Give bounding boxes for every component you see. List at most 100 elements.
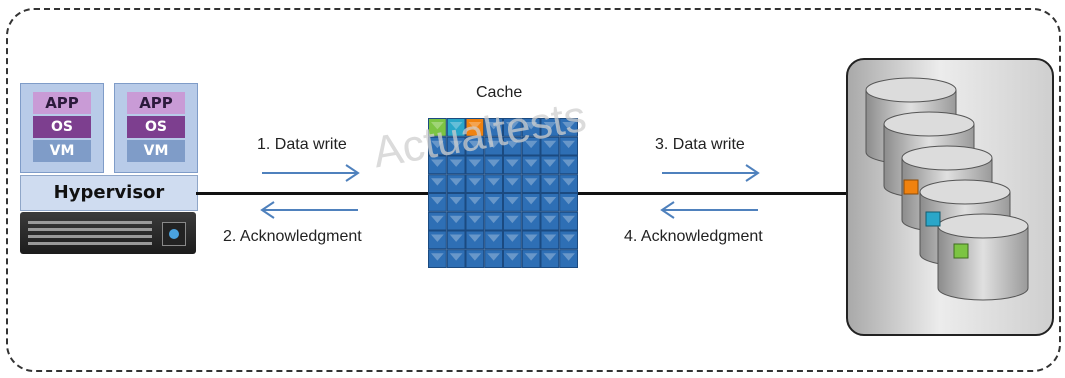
cache-cell	[559, 230, 578, 250]
cache-cell	[521, 211, 541, 231]
cache-cell	[521, 174, 541, 193]
cache-cell-highlight	[543, 215, 557, 224]
storage-disks-icon	[865, 77, 1029, 301]
step1-label: 1. Data write	[257, 136, 347, 153]
cache-cell	[428, 249, 447, 268]
cache-cell	[484, 174, 503, 193]
cache-cell	[484, 249, 503, 268]
cache-cell-highlight	[487, 253, 500, 261]
cache-cell	[446, 118, 466, 137]
cache-cell-highlight	[543, 234, 557, 242]
cache-cell-highlight	[506, 253, 519, 261]
cache-cell	[428, 193, 447, 212]
server-icon	[20, 212, 196, 254]
cache-cell-highlight	[562, 122, 575, 130]
cache-cell-highlight	[487, 215, 500, 224]
cache-cell-highlight	[487, 234, 500, 242]
cache-storage-link	[578, 192, 848, 195]
cache-cell	[559, 136, 578, 156]
cache-cell-highlight	[449, 253, 463, 261]
cache-cell	[559, 211, 578, 231]
left-arrow-icon	[660, 201, 758, 219]
cache-cell	[521, 136, 541, 156]
os-layer: OS	[127, 116, 185, 138]
cache-cell	[540, 211, 560, 231]
right-arrow-icon	[262, 164, 360, 182]
cache-cell	[503, 230, 522, 250]
cache-cell-highlight	[562, 253, 575, 261]
cache-cell	[484, 230, 503, 250]
step4-label: 4. Acknowledgment	[624, 228, 763, 245]
cache-cell-highlight	[562, 159, 575, 167]
cache-cell-highlight	[524, 122, 538, 130]
cache-cell	[428, 230, 447, 250]
cache-cell	[503, 155, 522, 175]
cache-cell-highlight	[431, 122, 444, 130]
cache-cell-highlight	[468, 197, 482, 205]
cache-cell	[428, 211, 447, 231]
cache-cell-highlight	[431, 140, 444, 149]
cache-cell-highlight	[506, 159, 519, 167]
cache-cell-highlight	[524, 197, 538, 205]
cache-cell	[503, 174, 522, 193]
cache-cell	[428, 136, 447, 156]
vm-layer: VM	[127, 140, 185, 162]
cache-cell	[484, 155, 503, 175]
cache-cell-highlight	[543, 197, 557, 205]
cache-cell	[521, 249, 541, 268]
cache-cell-highlight	[543, 122, 557, 130]
cache-cell	[559, 174, 578, 193]
cache-cell-highlight	[468, 253, 482, 261]
cache-cell-highlight	[449, 140, 463, 149]
cache-cell	[446, 211, 466, 231]
cache-cell-highlight	[487, 140, 500, 149]
hypervisor-label: Hypervisor	[20, 175, 198, 211]
step2-label: 2. Acknowledgment	[223, 228, 362, 245]
cache-cell-highlight	[543, 159, 557, 167]
cache-cell	[446, 249, 466, 268]
cache-cell-highlight	[524, 140, 538, 149]
cache-cell-highlight	[431, 197, 444, 205]
cache-cell-highlight	[468, 159, 482, 167]
cache-grid-icon	[428, 118, 578, 268]
cache-cell-highlight	[449, 197, 463, 205]
cache-cell	[503, 211, 522, 231]
cache-cell	[428, 174, 447, 193]
cache-cell	[465, 118, 485, 137]
cache-cell	[540, 118, 560, 137]
cache-cell	[484, 211, 503, 231]
app-layer: APP	[127, 92, 185, 114]
cache-cell	[540, 136, 560, 156]
cache-cell-highlight	[506, 234, 519, 242]
left-arrow-icon	[260, 201, 358, 219]
cache-cell	[559, 155, 578, 175]
vm-block-1: APP OS VM	[20, 83, 104, 173]
cache-cell-highlight	[468, 215, 482, 224]
cache-cell-highlight	[543, 178, 557, 186]
cache-cell-highlight	[431, 159, 444, 167]
cache-cell-highlight	[487, 197, 500, 205]
cache-cell	[503, 193, 522, 212]
host-cache-link	[196, 192, 430, 195]
cache-cell-highlight	[449, 122, 463, 130]
cache-cell-highlight	[431, 215, 444, 224]
cache-cell-highlight	[487, 178, 500, 186]
cache-cell	[484, 193, 503, 212]
vm-block-2: APP OS VM	[114, 83, 198, 173]
cache-cell-highlight	[562, 234, 575, 242]
os-layer: OS	[33, 116, 91, 138]
cache-cell-highlight	[487, 159, 500, 167]
storage-array	[846, 58, 1054, 336]
cache-cell	[540, 155, 560, 175]
cache-cell	[484, 118, 503, 137]
app-layer: APP	[33, 92, 91, 114]
cache-cell-highlight	[506, 215, 519, 224]
vm-layer: VM	[33, 140, 91, 162]
cache-cell-highlight	[468, 234, 482, 242]
cache-cell	[559, 118, 578, 137]
cache-cell-highlight	[449, 234, 463, 242]
cache-cell	[428, 118, 447, 137]
cache-cell	[521, 155, 541, 175]
diagram-frame	[6, 8, 1061, 372]
